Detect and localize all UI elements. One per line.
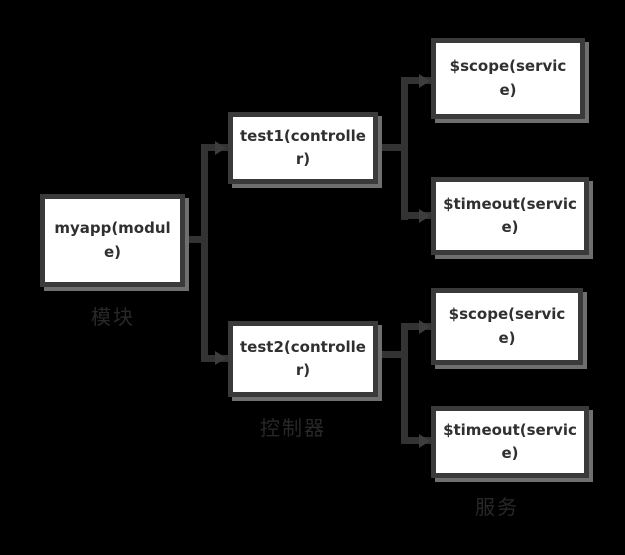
node-label: $timeout(service)	[443, 194, 577, 236]
connector-test1-stub	[378, 144, 408, 151]
connector-myapp-stub	[180, 236, 208, 243]
group-label-controller: 控制器	[260, 416, 326, 440]
arrowhead-scope2-icon	[419, 320, 430, 334]
node-label: test1(controller)	[240, 126, 366, 168]
group-label-service: 服务	[475, 495, 519, 519]
node-timeout-service-bottom: $timeout(service)	[431, 406, 589, 478]
node-test1-controller: test1(controller)	[228, 112, 378, 184]
connector-test1-timeout1	[401, 212, 431, 219]
node-label: $scope(service)	[448, 305, 566, 347]
node-label: myapp(module)	[54, 219, 171, 261]
connector-test2-scope2	[401, 323, 431, 330]
node-label: test2(controller)	[240, 337, 366, 379]
connector-myapp-test2	[201, 355, 228, 362]
node-scope-service-top: $scope(service)	[431, 38, 585, 119]
node-test2-controller: test2(controller)	[228, 321, 378, 397]
arrowhead-test1-icon	[215, 141, 226, 155]
group-label-module: 模块	[91, 305, 135, 329]
connector-myapp-trunk	[201, 144, 208, 362]
connector-test2-timeout2	[401, 437, 431, 444]
arrowhead-test2-icon	[215, 351, 226, 365]
node-label: $scope(service)	[449, 57, 567, 99]
connector-myapp-test1	[201, 144, 228, 151]
connector-test1-scope1	[401, 77, 431, 84]
arrowhead-scope1-icon	[419, 74, 430, 88]
connector-test1-trunk	[401, 77, 408, 220]
node-label: $timeout(service)	[443, 420, 577, 462]
connector-test2-stub	[378, 351, 408, 358]
node-myapp-module: myapp(module)	[40, 194, 185, 287]
connector-test2-trunk	[401, 323, 408, 444]
node-scope-service-bottom: $scope(service)	[431, 288, 583, 365]
arrowhead-timeout1-icon	[419, 209, 430, 223]
node-timeout-service-top: $timeout(service)	[431, 177, 589, 255]
arrowhead-timeout2-icon	[419, 434, 430, 448]
